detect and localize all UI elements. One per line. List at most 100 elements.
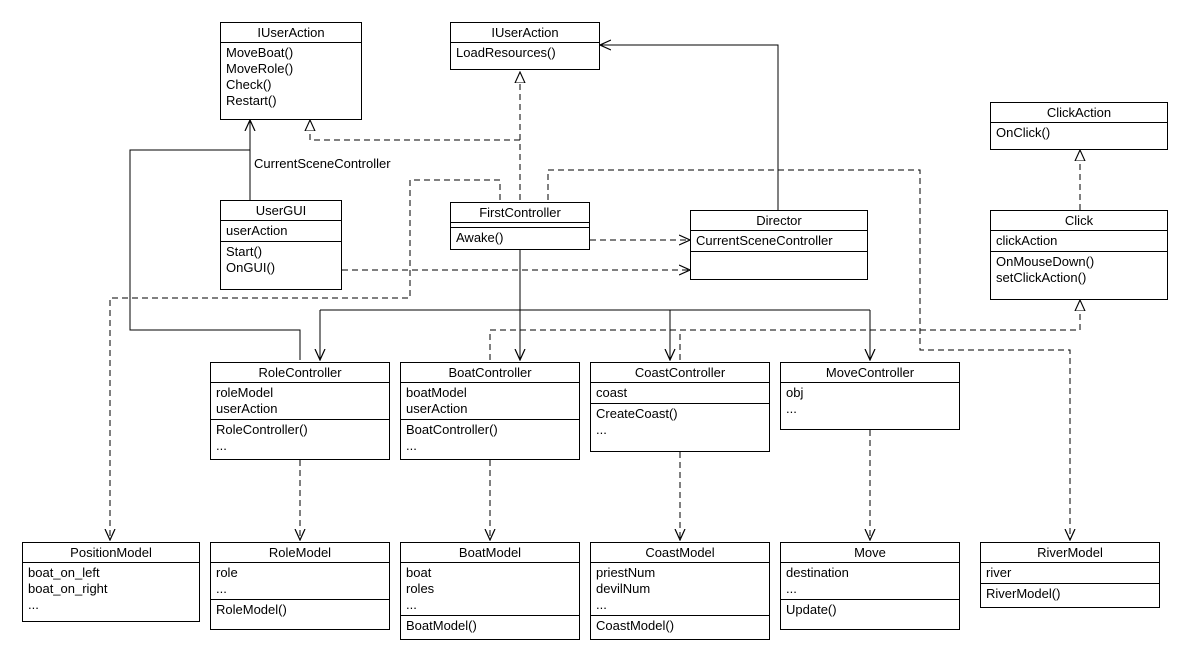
- attribute: ...: [406, 597, 417, 612]
- edge-director-to-iuseraction: [600, 45, 779, 210]
- method-section: RoleController()...: [211, 419, 389, 456]
- attribute: boatModel: [406, 385, 467, 400]
- attribute: destination: [786, 565, 849, 580]
- method: CreateCoast(): [596, 406, 678, 421]
- method-section: MoveBoat()MoveRole()Check()Restart(): [221, 43, 361, 111]
- method: MoveBoat(): [226, 45, 294, 60]
- attribute: boat: [406, 565, 432, 580]
- method: ...: [596, 422, 607, 437]
- attribute: roleModel: [216, 385, 274, 400]
- method: Check(): [226, 77, 272, 92]
- attribute: clickAction: [996, 233, 1058, 248]
- method: ...: [406, 438, 417, 453]
- method-section: Awake(): [451, 227, 589, 248]
- class-name: IUserAction: [221, 23, 361, 43]
- method: RoleModel(): [216, 602, 287, 617]
- attribute-section: CurrentSceneController: [691, 231, 867, 251]
- attribute-section: obj...: [781, 383, 959, 419]
- class-name: Move: [781, 543, 959, 563]
- attribute: ...: [786, 581, 797, 596]
- class-name: IUserAction: [451, 23, 599, 43]
- method-section: BoatController()...: [401, 419, 579, 456]
- method: OnGUI(): [226, 260, 276, 275]
- class-name: Click: [991, 211, 1167, 231]
- attribute: boat_on_left: [28, 565, 100, 580]
- class-name: MoveController: [781, 363, 959, 383]
- method: LoadResources(): [456, 45, 556, 60]
- method: Update(): [786, 602, 837, 617]
- method-section: Update(): [781, 599, 959, 620]
- edge-rolecontroller-to-iuseraction: [129, 149, 301, 360]
- attribute: devilNum: [596, 581, 651, 596]
- method: setClickAction(): [996, 270, 1087, 285]
- attribute: role: [216, 565, 238, 580]
- class-name: RoleModel: [211, 543, 389, 563]
- attribute-section: clickAction: [991, 231, 1167, 251]
- class-name: FirstController: [451, 203, 589, 223]
- method-section: CreateCoast()...: [591, 403, 769, 440]
- attribute: boat_on_right: [28, 581, 108, 596]
- attribute: userAction: [406, 401, 468, 416]
- class-name: PositionModel: [23, 543, 199, 563]
- class-name: BoatController: [401, 363, 579, 383]
- method-section: RoleModel(): [211, 599, 389, 620]
- method: OnMouseDown(): [996, 254, 1095, 269]
- attribute: userAction: [226, 223, 288, 238]
- method-section: OnClick(): [991, 123, 1167, 143]
- class-name: Director: [691, 211, 867, 231]
- method: MoveRole(): [226, 61, 294, 76]
- class-name: BoatModel: [401, 543, 579, 563]
- attribute-section: river: [981, 563, 1159, 583]
- attribute-section: destination...: [781, 563, 959, 599]
- method-section: CoastModel(): [591, 615, 769, 636]
- edge-label-current-scene-controller: CurrentSceneController: [254, 156, 391, 171]
- edge-firstcontroller-to-rivermodel: [547, 169, 1070, 540]
- class-name: RiverModel: [981, 543, 1159, 563]
- class-name: CoastController: [591, 363, 769, 383]
- method: RoleController(): [216, 422, 308, 437]
- method: BoatModel(): [406, 618, 477, 633]
- method: CoastModel(): [596, 618, 675, 633]
- method-section: [691, 251, 867, 256]
- method: Restart(): [226, 93, 277, 108]
- attribute: ...: [596, 597, 607, 612]
- class-name: RoleController: [211, 363, 389, 383]
- attribute: CurrentSceneController: [696, 233, 833, 248]
- edge-controllers-to-click: [489, 300, 1080, 360]
- method-section: BoatModel(): [401, 615, 579, 636]
- class-name: CoastModel: [591, 543, 769, 563]
- class-name: UserGUI: [221, 201, 341, 221]
- method-section: LoadResources(): [451, 43, 599, 63]
- attribute: ...: [28, 597, 39, 612]
- method-section: Start()OnGUI(): [221, 241, 341, 278]
- attribute: userAction: [216, 401, 278, 416]
- method: RiverModel(): [986, 586, 1061, 601]
- method-section: RiverModel(): [981, 583, 1159, 604]
- attribute: river: [986, 565, 1012, 580]
- attribute-section: role...: [211, 563, 389, 599]
- method: BoatController(): [406, 422, 498, 437]
- attribute: obj: [786, 385, 804, 400]
- attribute: ...: [786, 401, 797, 416]
- method: ...: [216, 438, 227, 453]
- method: Start(): [226, 244, 263, 259]
